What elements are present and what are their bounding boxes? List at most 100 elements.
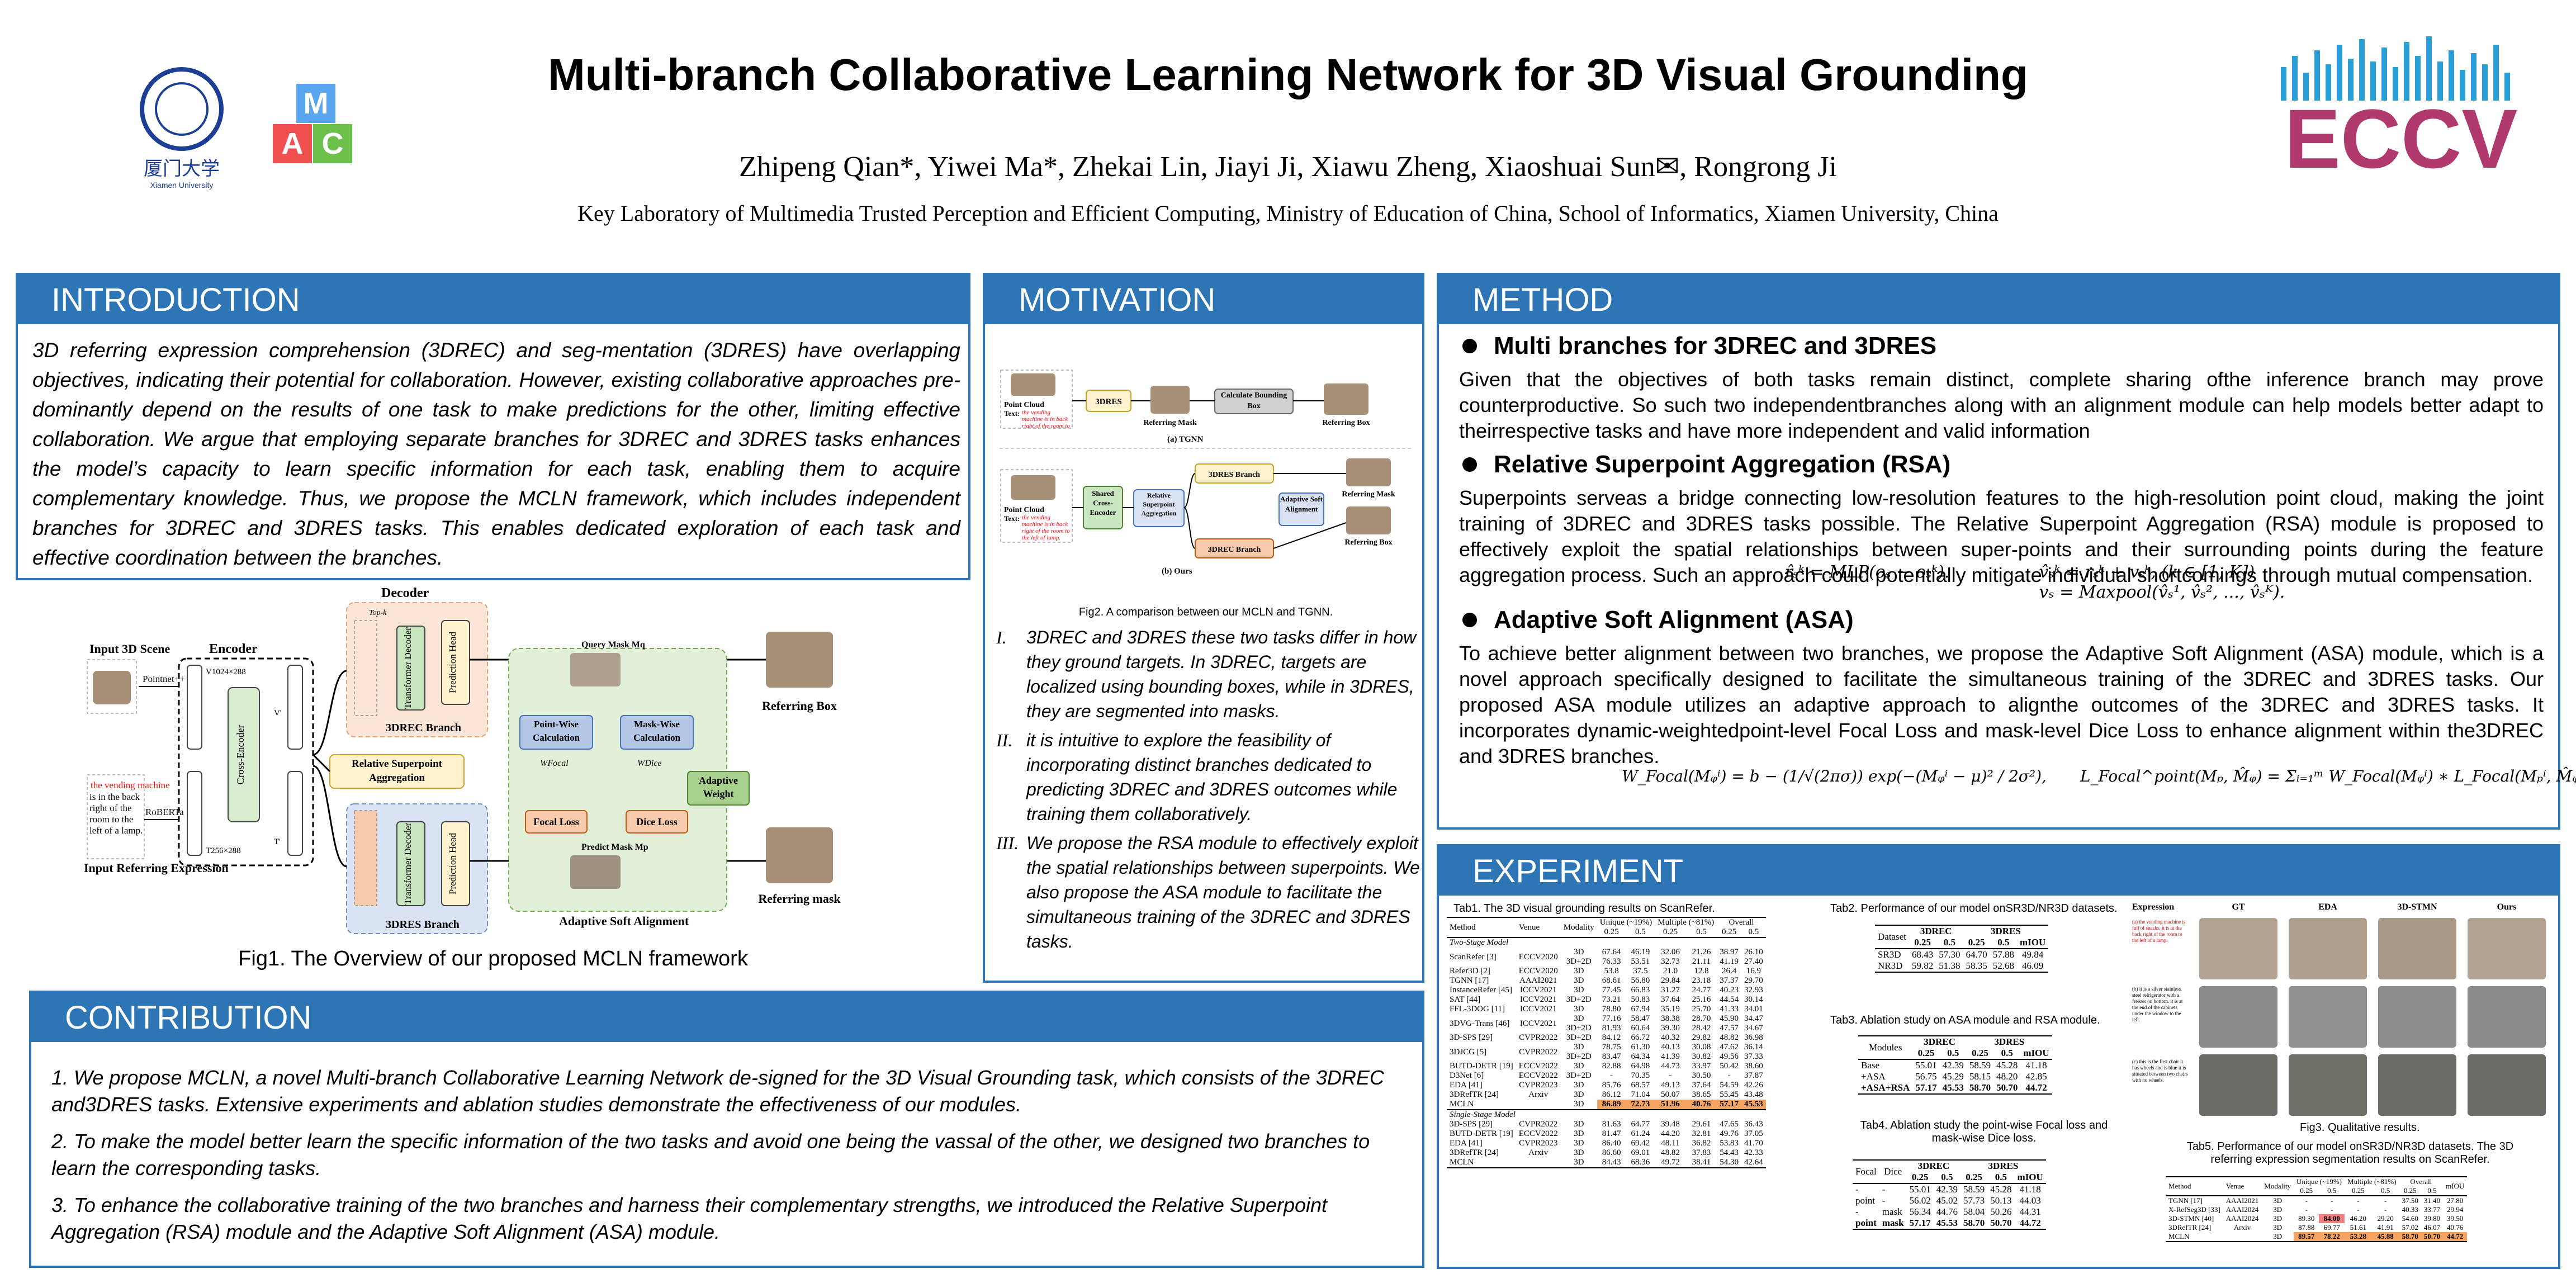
table-cell: 42.26 [1744, 1081, 1763, 1090]
rsa-formula-right-2: vₛ = Maxpool(v̂ₛ¹, v̂ₛ², ..., v̂ₛᴷ). [2039, 583, 2285, 602]
fig1-input-scene-label: Input 3D Scene [89, 642, 170, 656]
table-cell: 42.64 [1741, 1158, 1766, 1168]
table-cell: 36.82 [1692, 1139, 1711, 1148]
table-cell: TGNN [17] [2166, 1195, 2223, 1205]
fig1-caption: Fig1. The Overview of our proposed MCLN … [238, 947, 748, 970]
table-cell: 3D [2273, 1205, 2283, 1214]
query-mask-image [570, 653, 621, 686]
table-cell: 3DRefTR [24] [1450, 1090, 1499, 1099]
fig2-ref-box-label: Referring Box [1322, 419, 1370, 427]
table-cell: ECCV2022 [1518, 1071, 1558, 1080]
fig2-ref-mask-label: Referring Mask [1143, 419, 1196, 427]
fig1-ref-box-label: Referring Box [762, 699, 837, 713]
fig3-col: Expression [2132, 902, 2175, 912]
table-row: Single-Stage Model [1447, 1109, 1766, 1120]
mac-lab-logo: M A C [268, 84, 363, 168]
table-cell: Modality [2261, 1176, 2294, 1196]
table-cell: 57.17 [1906, 1218, 1934, 1230]
method-section-title: Multi branches for 3DREC and 3DRES [1459, 332, 2544, 360]
fig1-input-expr-title: Input Referring Expression [84, 861, 229, 875]
tab3-caption: Tab3. Ablation study on ASA module and R… [1830, 1014, 2100, 1026]
table-cell: - [2319, 1195, 2345, 1205]
table-cell: 0.25 [1972, 1048, 1988, 1058]
table-cell: 81.63 [1602, 1120, 1621, 1129]
table-cell: 57.02 [2402, 1223, 2418, 1232]
table-cell: 51.61 [2350, 1223, 2367, 1232]
table-cell: 3D [1574, 976, 1584, 985]
table-cell: 54.59 [1720, 1081, 1739, 1090]
table-cell: 3DREC [1912, 1035, 1967, 1048]
table-cell: 32.93 [1744, 986, 1763, 995]
fig1-pointnet-label: Pointnet++ [143, 674, 185, 684]
fig3-stmn-image-c [2378, 1054, 2456, 1116]
motivation-item: I.3DREC and 3DRES these two tasks differ… [996, 625, 1421, 723]
table-cell: 85.76 [1602, 1081, 1621, 1090]
ours-box-image [1346, 506, 1391, 534]
table-cell: 39.50 [2447, 1214, 2464, 1223]
table-cell: 37.64 [1661, 995, 1680, 1004]
table-cell: Refer3D [2] [1450, 967, 1490, 976]
fig1-res-decoder-label: Transformer Decoder [402, 823, 413, 905]
table-cell: 29.70 [1744, 976, 1763, 985]
table-cell: mIOU [2023, 1048, 2049, 1058]
fig1-res-head-label: Prediction Head [447, 833, 458, 894]
table-cell: MCLN [2166, 1232, 2223, 1242]
table-cell: 3D [1574, 1005, 1584, 1014]
motivation-item-text: it is intuitive to explore the feasibili… [1026, 730, 1398, 824]
contribution-heading: CONTRIBUTION [31, 993, 1422, 1042]
table-cell: 51.38 [1936, 960, 1963, 973]
fig3-eda-image-c [2289, 1054, 2367, 1116]
table-cell: 0.25 [1917, 1048, 1935, 1058]
table-cell: 0.25 [1663, 927, 1678, 936]
table-cell: Multiple (~81%) [2345, 1176, 2399, 1186]
table-cell: 30.14 [1744, 995, 1763, 1004]
fig1-t-prime: T' [274, 837, 281, 846]
ours-pointcloud-image [1011, 475, 1055, 500]
table-cell: 3DJCG [5] [1450, 1047, 1487, 1057]
table-cell: 59.82 [1909, 960, 1936, 973]
table-cell: 0.25 [2403, 1186, 2417, 1195]
table-cell: 56.02 [1909, 1195, 1931, 1206]
table-cell: Dataset [1875, 925, 1909, 949]
mac-letter-m: M [296, 84, 335, 123]
table-cell: 57.88 [1990, 948, 2017, 960]
table-cell: 32.81 [1692, 1129, 1711, 1138]
table-cell: 82.88 [1602, 1062, 1621, 1071]
fig1-res-branch-label: 3DRES Branch [386, 918, 460, 931]
fig2-ref-mask-label-b: Referring Mask [1342, 490, 1395, 499]
introduction-text: 3D referring expression comprehension (3… [32, 339, 960, 569]
table-cell: 0.5 [1635, 927, 1646, 936]
table-cell: 69.42 [1631, 1139, 1650, 1148]
table-cell: 84.43 [1597, 1158, 1626, 1168]
fig3-gt-image-b [2199, 986, 2277, 1048]
table-cell: 49.72 [1655, 1158, 1686, 1168]
fig2-point-cloud-label: Point Cloud [1004, 401, 1044, 409]
table-cell: 0.25 [1914, 937, 1931, 948]
table-cell: 0.5 [1941, 1172, 1953, 1182]
table-cell: 0.5 [2427, 1186, 2437, 1195]
table-cell: 40.32 [1661, 1033, 1680, 1042]
table-cell: 29.20 [2377, 1214, 2394, 1223]
motivation-list: I.3DREC and 3DRES these two tasks differ… [996, 625, 1421, 958]
table-cell: 21.0 [1663, 967, 1678, 976]
table-cell: 56.80 [1631, 976, 1650, 985]
motivation-item-num: I. [996, 627, 1007, 647]
fig1-pointwise-label: Point-Wise Calculation [532, 719, 580, 743]
table-cell: 41.18 [2014, 1183, 2046, 1195]
